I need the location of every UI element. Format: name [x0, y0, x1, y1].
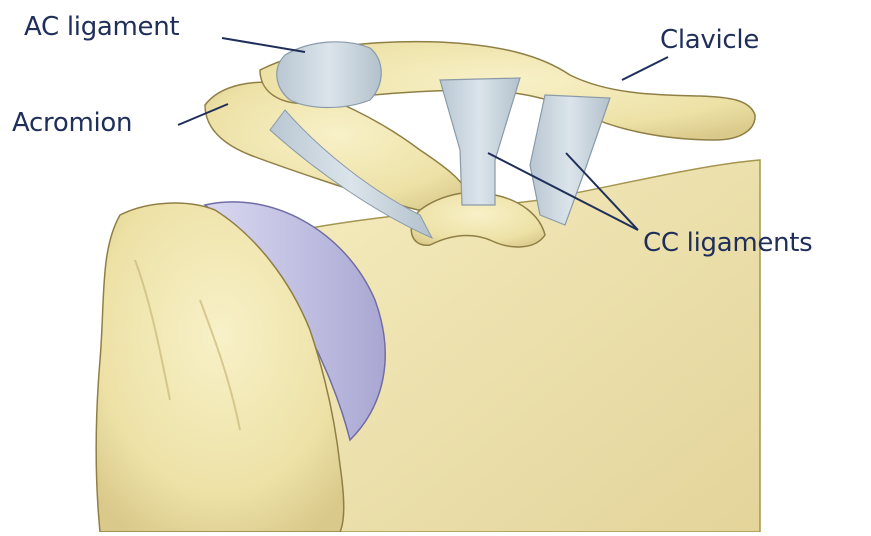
- clavicle-leader-line: [622, 57, 668, 80]
- ac-ligament-label: AC ligament: [24, 14, 179, 40]
- cc-ligaments-label: CC ligaments: [643, 230, 812, 256]
- acromion-label: Acromion: [12, 110, 132, 136]
- ac-ligament-leader-line: [222, 38, 305, 52]
- ac-ligament-shape: [277, 42, 381, 108]
- clavicle-label: Clavicle: [660, 27, 759, 53]
